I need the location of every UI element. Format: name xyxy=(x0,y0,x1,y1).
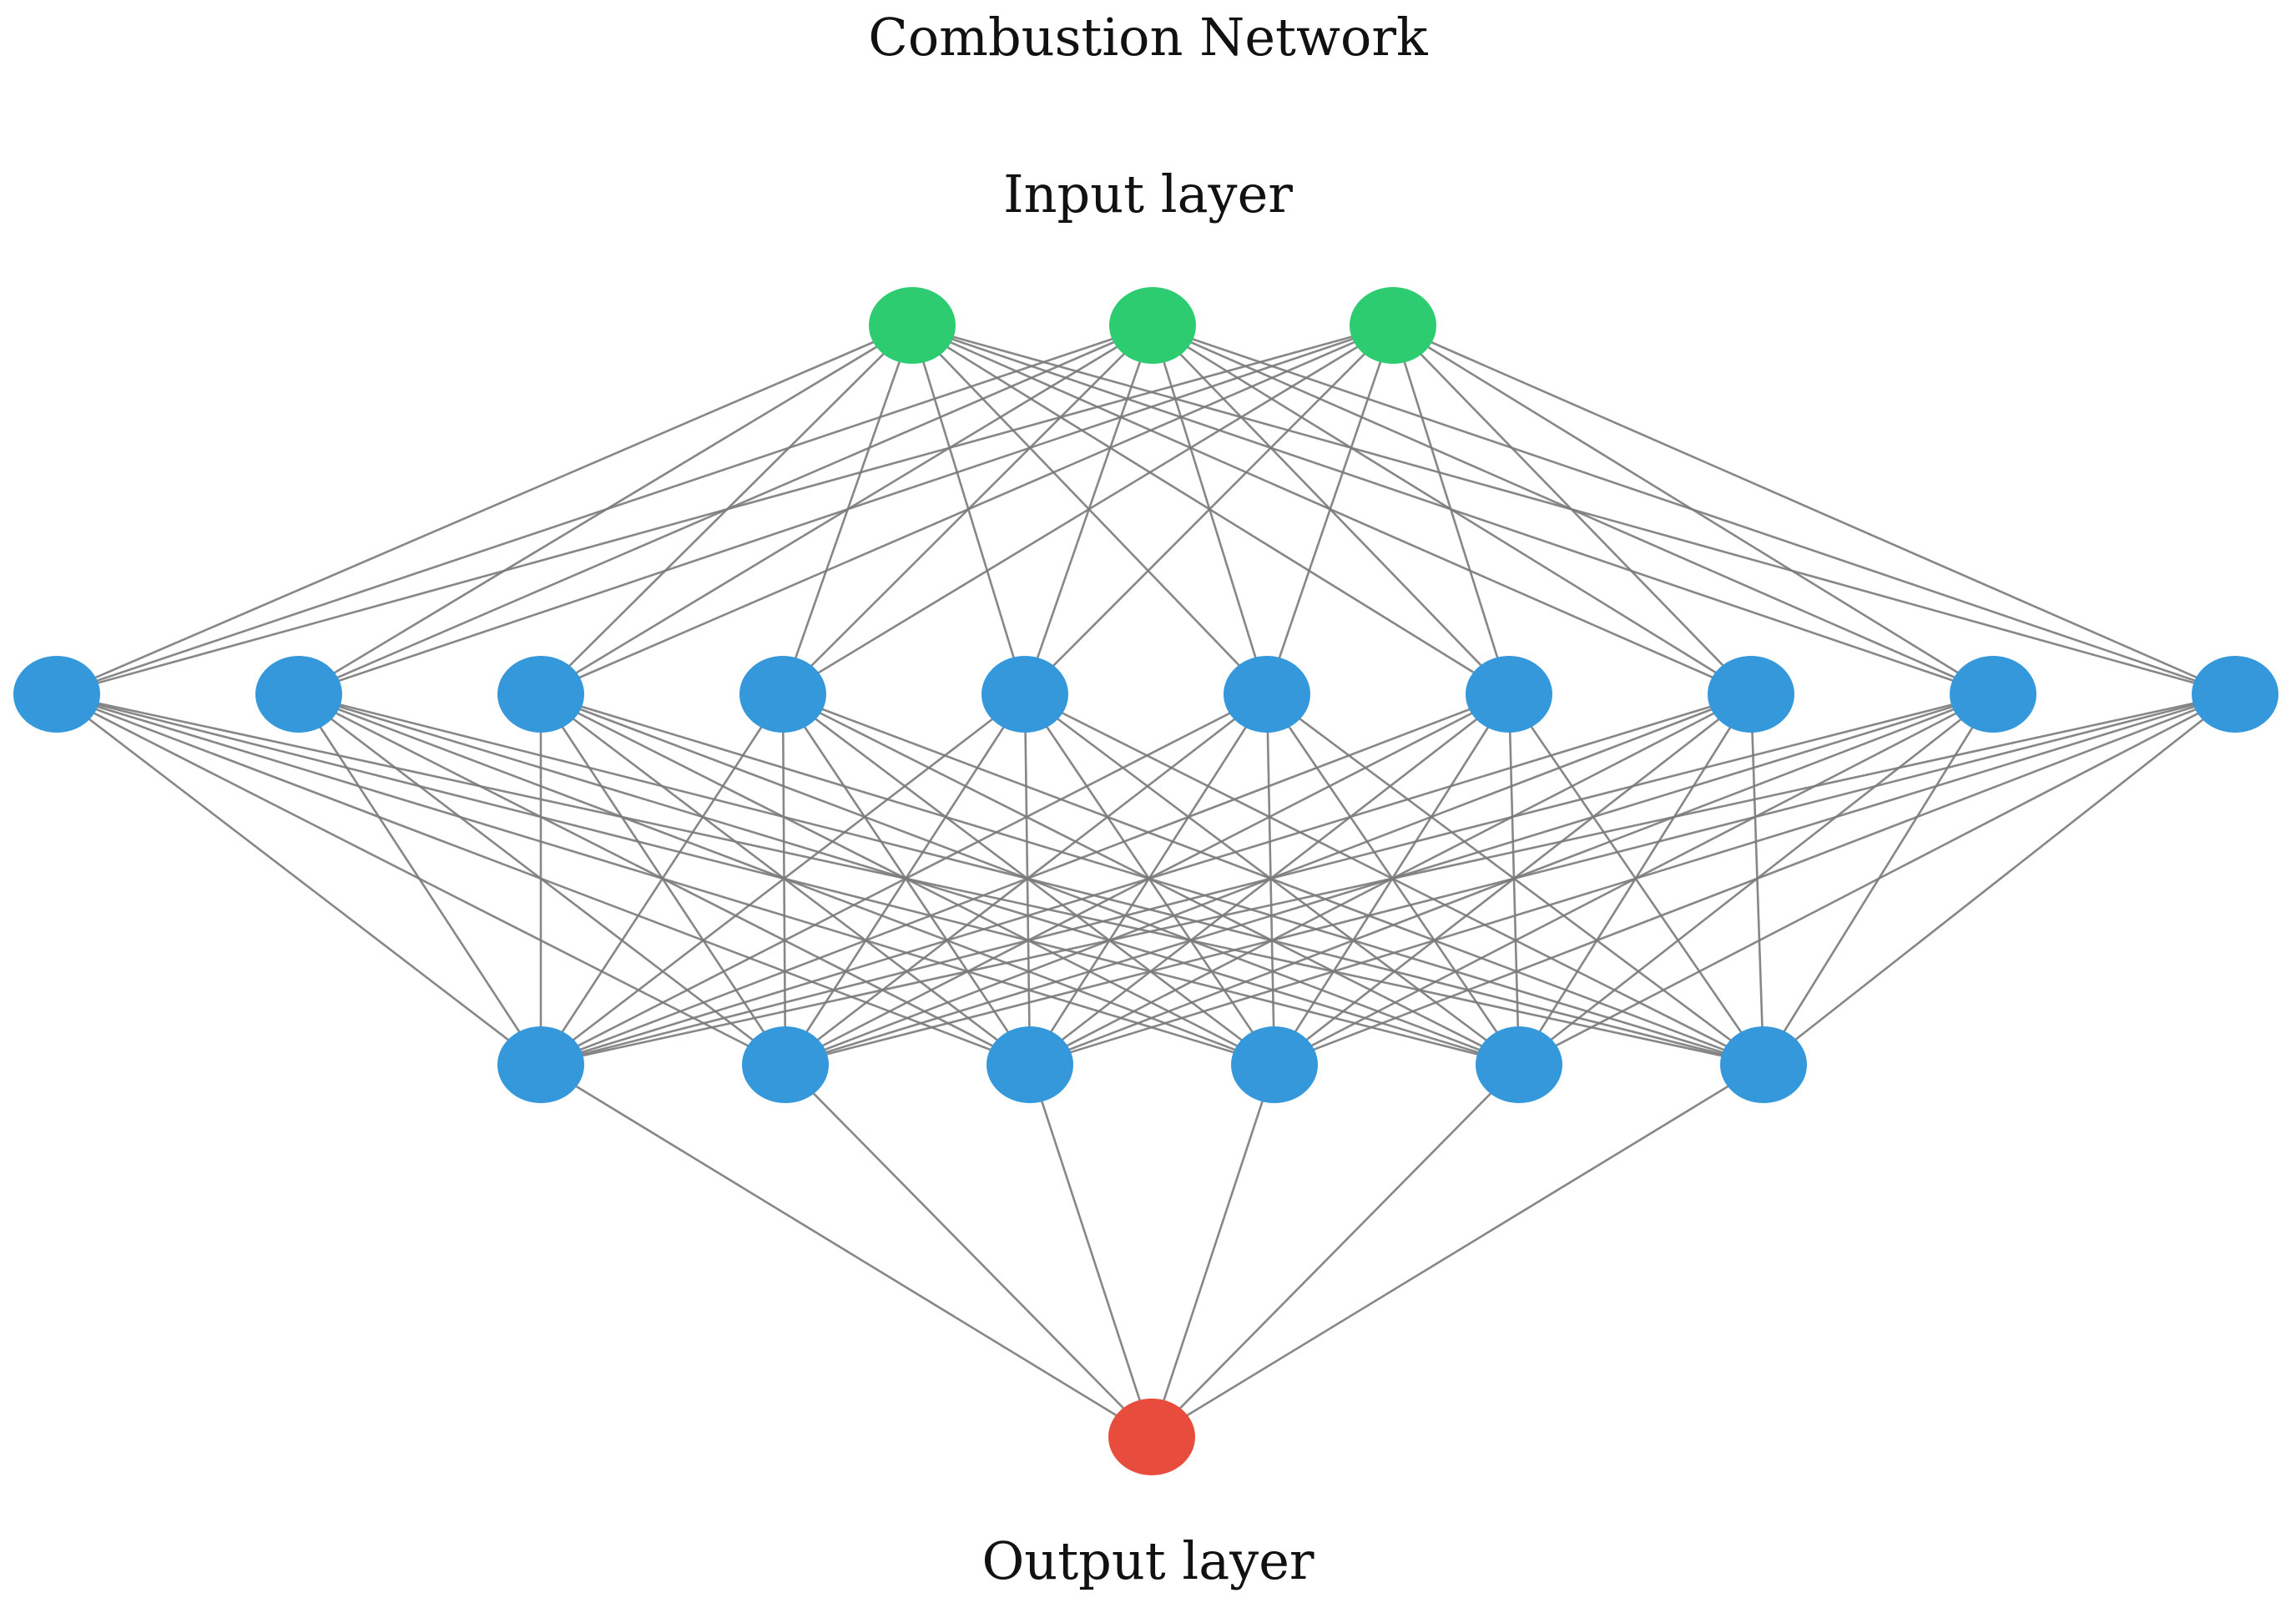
edge-hidden-1-4-to-hidden-2-4 xyxy=(1024,693,1520,1066)
hidden-1-node-8 xyxy=(1708,656,1794,733)
hidden-1-node-9 xyxy=(1950,656,2036,733)
edge-input-2-to-hidden-1-1 xyxy=(298,324,1394,696)
edge-hidden-1-8-to-hidden-2-0 xyxy=(540,693,1994,1066)
edge-hidden-1-7-to-hidden-2-0 xyxy=(540,693,1752,1066)
output-node-1 xyxy=(1108,1399,1195,1475)
hidden-1-node-1 xyxy=(13,656,100,733)
edge-hidden-1-1-to-hidden-2-0 xyxy=(297,693,542,1066)
edge-input-2-to-hidden-1-0 xyxy=(56,324,1394,696)
hidden-1-node-2 xyxy=(255,656,342,733)
edge-input-2-to-hidden-1-2 xyxy=(540,324,1394,696)
edge-hidden-2-3-to-output-0 xyxy=(1150,1064,1276,1438)
edge-hidden-1-5-to-hidden-2-0 xyxy=(540,693,1268,1066)
edge-hidden-2-4-to-output-0 xyxy=(1151,1064,1520,1438)
edge-hidden-1-6-to-hidden-2-0 xyxy=(540,693,1510,1066)
edge-hidden-1-3-to-hidden-2-0 xyxy=(539,693,785,1066)
neurons xyxy=(13,287,2278,1475)
diagram-title: Combustion Network xyxy=(868,7,1428,68)
edge-hidden-1-1-to-hidden-2-1 xyxy=(298,693,786,1066)
hidden-1-node-4 xyxy=(739,656,826,733)
hidden-2-node-2 xyxy=(742,1026,829,1103)
connections xyxy=(56,324,2236,1439)
edge-hidden-1-5-to-hidden-2-5 xyxy=(1266,693,1764,1066)
edge-input-2-to-hidden-1-3 xyxy=(782,324,1394,696)
edge-input-0-to-hidden-1-0 xyxy=(56,324,913,696)
edge-hidden-1-9-to-hidden-2-0 xyxy=(540,693,2236,1066)
edge-hidden-2-2-to-output-0 xyxy=(1028,1064,1153,1438)
input-node-2 xyxy=(1109,287,1196,364)
input-node-3 xyxy=(1350,287,1436,364)
edge-hidden-1-9-to-hidden-2-5 xyxy=(1763,693,2236,1066)
edge-input-2-to-hidden-1-4 xyxy=(1024,325,1394,695)
edge-input-1-to-hidden-1-0 xyxy=(56,324,1153,696)
hidden-1-node-5 xyxy=(981,656,1068,733)
edge-hidden-2-5-to-output-0 xyxy=(1151,1063,1764,1439)
edge-hidden-2-1-to-output-0 xyxy=(785,1064,1153,1438)
edge-input-2-to-hidden-1-7 xyxy=(1392,325,1752,695)
edge-input-2-to-hidden-1-8 xyxy=(1392,324,1994,696)
hidden-2-node-5 xyxy=(1476,1026,1562,1103)
hidden-1-node-7 xyxy=(1466,656,1552,733)
edge-hidden-1-9-to-hidden-2-3 xyxy=(1274,693,2236,1066)
input-node-1 xyxy=(869,287,956,364)
edge-hidden-1-4-to-hidden-2-0 xyxy=(540,693,1026,1066)
edge-hidden-2-0-to-output-0 xyxy=(540,1063,1153,1439)
hidden-2-node-4 xyxy=(1231,1026,1318,1103)
hidden-1-node-10 xyxy=(2192,656,2278,733)
edge-input-2-to-hidden-1-5 xyxy=(1265,325,1395,695)
hidden-2-node-1 xyxy=(497,1026,584,1103)
edge-hidden-1-9-to-hidden-2-2 xyxy=(1029,693,2236,1066)
output-layer-label: Output layer xyxy=(981,1530,1315,1591)
hidden-2-node-6 xyxy=(1720,1026,1807,1103)
edge-hidden-1-9-to-hidden-2-1 xyxy=(785,693,2236,1066)
input-layer-label: Input layer xyxy=(1003,164,1293,224)
hidden-1-node-6 xyxy=(1224,656,1310,733)
edge-hidden-1-9-to-hidden-2-4 xyxy=(1518,693,2236,1066)
hidden-2-node-3 xyxy=(987,1026,1073,1103)
hidden-1-node-3 xyxy=(497,656,584,733)
edge-input-2-to-hidden-1-6 xyxy=(1391,325,1511,695)
edge-hidden-1-0-to-hidden-2-0 xyxy=(56,693,542,1066)
edge-input-2-to-hidden-1-9 xyxy=(1392,324,2236,696)
